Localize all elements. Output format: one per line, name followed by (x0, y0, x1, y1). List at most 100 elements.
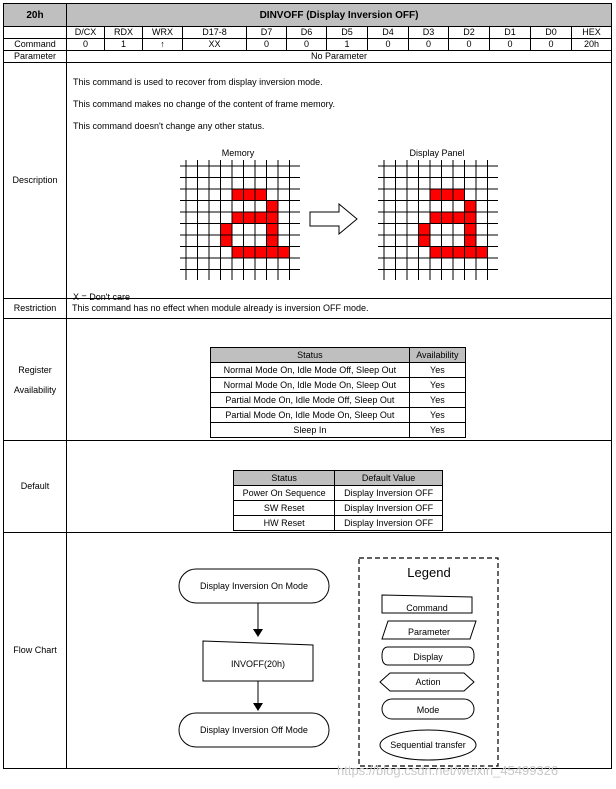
command-title: DINVOFF (Display Inversion OFF) (65, 3, 613, 27)
mode-shape (178, 712, 330, 748)
pixel-on (476, 246, 488, 258)
dont-care-note: X = Don't care (73, 292, 130, 302)
col-header: D/CX (66, 26, 105, 39)
availability-cell: Yes (408, 362, 467, 378)
legend-action-shape (379, 672, 475, 692)
pixel-on (453, 212, 465, 224)
pixel-on (441, 189, 453, 201)
pixel-on (220, 223, 232, 235)
table-row: Partial Mode On, Idle Mode On, Sleep Out… (210, 407, 467, 423)
status-cell: Normal Mode On, Idle Mode Off, Sleep Out (210, 362, 410, 378)
restriction-text: This command has no effect when module a… (65, 298, 613, 319)
panel-caption: Display Panel (409, 148, 465, 158)
legend-item-sequential-transfer: Sequential transfer (390, 740, 466, 750)
bit-value: 1 (326, 38, 368, 51)
bit-value: 0 (530, 38, 572, 51)
legend-parameter-shape (381, 620, 477, 640)
availability-cell: Yes (408, 407, 467, 423)
legend-command-shape (381, 594, 473, 614)
pixel-on (255, 246, 267, 258)
availability-cell: Yes (408, 422, 467, 438)
availability-cell: Yes (408, 392, 467, 408)
bit-value: XX (182, 38, 247, 51)
pixel-on (430, 246, 442, 258)
display-panel-pixel-grid (378, 160, 498, 280)
pixel-on (278, 246, 290, 258)
pixel-on (243, 246, 255, 258)
col-header: D5 (326, 26, 368, 39)
legend-display-shape (381, 646, 475, 666)
bit-value: 0 (448, 38, 490, 51)
col-header: D17-8 (182, 26, 247, 39)
parameter-row: Parameter No Parameter (3, 50, 613, 63)
pixel-on (266, 246, 278, 258)
col-header: D6 (286, 26, 327, 39)
pixel-on (266, 200, 278, 212)
memory-caption: Memory (221, 148, 255, 158)
flow-chart-row: Flow Chart (3, 532, 613, 769)
table-row: Normal Mode On, Idle Mode Off, Sleep Out… (210, 362, 467, 378)
pixel-on (441, 246, 453, 258)
legend-item-action: Action (415, 677, 441, 687)
row-label: Flow Chart (3, 532, 67, 769)
legend-mode-shape (381, 698, 475, 720)
pixel-on (243, 212, 255, 224)
col-header: D4 (367, 26, 409, 39)
command-table: 20h DINVOFF (Display Inversion OFF) D/CX… (3, 3, 613, 769)
flow-end-label: Display Inversion Off Mode (200, 725, 308, 735)
pixel-grid-lines (180, 160, 300, 280)
pixel-on (464, 200, 476, 212)
watermark: https://blog.csdn.net/weixin_45499326 (337, 763, 559, 778)
row-label: Description (3, 62, 67, 299)
bit-value: ↑ (142, 38, 183, 51)
pixel-on (266, 235, 278, 247)
default-cell: Display Inversion OFF (334, 515, 443, 531)
legend-item-command: Command (406, 603, 448, 613)
description-line: This command makes no change of the cont… (73, 99, 335, 109)
table-row: Partial Mode On, Idle Mode Off, Sleep Ou… (210, 392, 467, 408)
command-spec-sheet: 20h DINVOFF (Display Inversion OFF) D/CX… (3, 3, 613, 783)
status-cell: Normal Mode On, Idle Mode On, Sleep Out (210, 377, 410, 393)
arrow-down-icon (253, 629, 263, 637)
bit-value: 0 (367, 38, 409, 51)
status-cell: HW Reset (232, 515, 336, 531)
pixel-on (232, 246, 244, 258)
bit-value: 0 (408, 38, 449, 51)
bit-value: 0 (246, 38, 287, 51)
status-cell: Partial Mode On, Idle Mode On, Sleep Out (210, 407, 410, 423)
right-arrow-icon (309, 203, 358, 235)
flow-chart-diagram (178, 568, 330, 748)
pixel-on (464, 235, 476, 247)
table-header: Status (232, 470, 336, 486)
row-label: Restriction (3, 298, 67, 319)
col-header: D0 (530, 26, 572, 39)
default-cell: Display Inversion OFF (334, 485, 443, 501)
pixel-on (464, 223, 476, 235)
memory-pixel-grid (180, 160, 300, 280)
description-row: Description (3, 62, 613, 299)
pixel-on (232, 212, 244, 224)
parameter-value: No Parameter (65, 50, 613, 63)
pixel-on (255, 189, 267, 201)
row-label: Availability (13, 384, 57, 395)
default-cell: Display Inversion OFF (334, 500, 443, 516)
pixel-grid-lines (378, 160, 498, 280)
row-label: Default (3, 440, 67, 533)
legend-title: Legend (407, 565, 451, 580)
pixel-on (441, 212, 453, 224)
col-header: D2 (448, 26, 490, 39)
mode-shape (178, 568, 330, 604)
bit-value: 0 (489, 38, 531, 51)
legend-item-parameter: Parameter (407, 627, 451, 637)
legend-item-mode: Mode (416, 705, 440, 715)
status-cell: SW Reset (232, 500, 336, 516)
legend-sequential-shape (379, 729, 477, 761)
pixel-on (266, 223, 278, 235)
pixel-on (453, 189, 465, 201)
col-header: D7 (246, 26, 287, 39)
status-cell: Partial Mode On, Idle Mode Off, Sleep Ou… (210, 392, 410, 408)
